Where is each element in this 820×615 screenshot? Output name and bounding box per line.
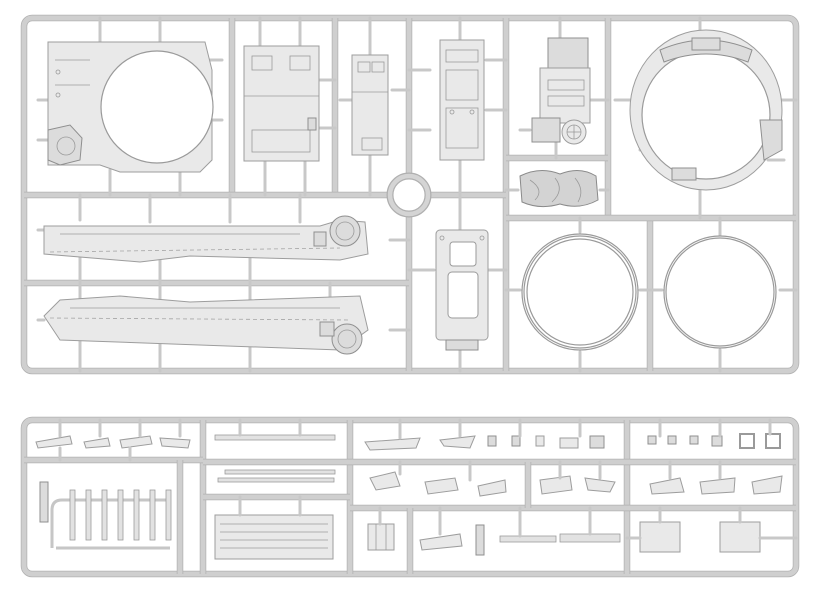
turret-basket (629, 29, 783, 191)
track-rails (214, 418, 336, 560)
turret-ring-plate (47, 41, 214, 173)
machinery-block (531, 37, 591, 145)
narrow-plate (351, 54, 389, 156)
sprue-bottom (20, 416, 800, 578)
ring-part-right (663, 235, 777, 349)
small-parts-row (35, 418, 191, 462)
engine-deck-plate (439, 39, 485, 161)
right-fittings (625, 418, 798, 553)
hull-side-lower (43, 295, 369, 355)
hull-side-upper (43, 215, 369, 263)
ring-part-left (521, 233, 639, 351)
fittings-group (364, 418, 616, 497)
bracket-parts (367, 506, 621, 556)
center-frame-part (435, 229, 489, 351)
handle-rack (39, 481, 172, 550)
hull-plate-small (243, 45, 320, 162)
stowage-roll (519, 170, 599, 208)
sprue-top (20, 14, 800, 375)
